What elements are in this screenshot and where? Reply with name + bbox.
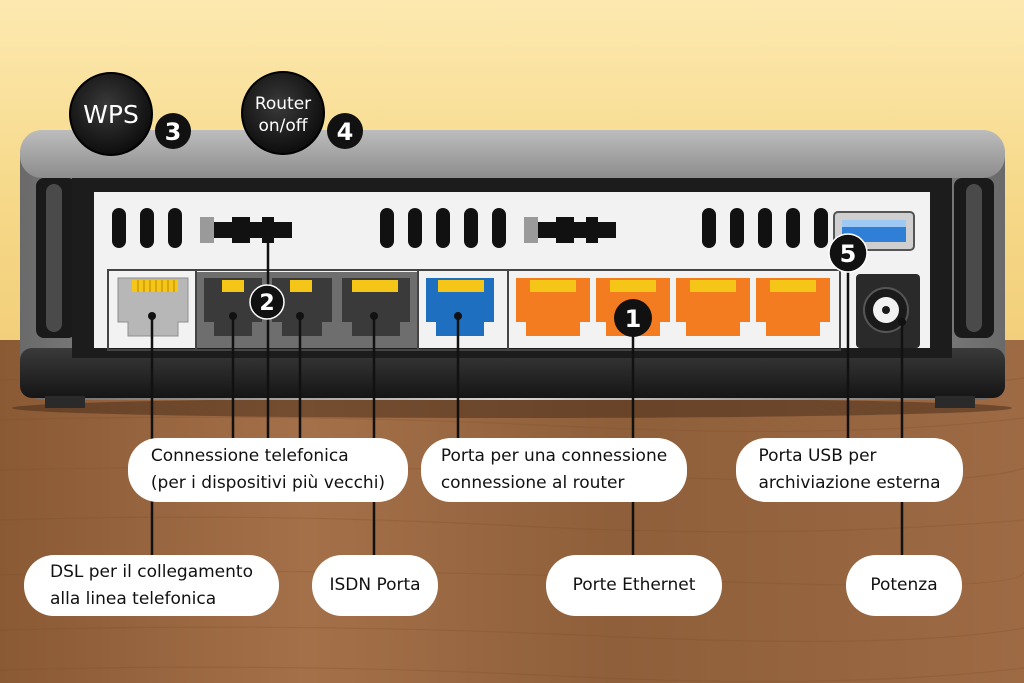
ethernet-label-text: Porte Ethernet [572,575,696,595]
leader-dots [148,234,906,326]
phone-port-2 [272,278,332,336]
router-foot-right [935,396,975,408]
wps-button-label: WPS [83,100,139,129]
slider-left [200,217,292,243]
marker-4: 4 [327,113,363,149]
usb-storage-line2: archiviazione esterna [758,473,941,493]
ethernet-port-1 [516,278,590,336]
marker-2-text: 2 [259,291,274,316]
side-vent-left [46,184,62,332]
power-label: Potenza [846,555,962,616]
wps-button[interactable]: WPS [69,72,153,156]
router-connection-label: Porta per una connessione connessione al… [421,438,687,502]
phone-connection-line2: (per i dispositivi più vecchi) [150,473,386,493]
power-label-text: Potenza [870,575,938,595]
marker-3-text: 3 [165,118,182,146]
marker-5: 5 [828,233,868,273]
router-shadow [12,398,1012,418]
vent-slots-right [702,208,828,248]
marker-1-text: 1 [625,305,642,333]
vent-slots-left [112,208,182,248]
side-vent-right [966,184,982,332]
marker-4-text: 4 [337,118,354,146]
port-panel-outline [107,269,841,351]
marker-3: 3 [155,113,191,149]
router-connection-line1: Porta per una connessione [440,446,668,466]
dsl-port [117,277,189,337]
phone-connection-label: Connessione telefonica (per i dispositiv… [128,438,408,502]
router-base [20,348,1005,398]
router-connection-line2: connessione al router [440,473,625,493]
router-button-line2: on/off [258,116,308,136]
slider-middle [524,217,616,243]
marker-1: 1 [614,299,652,337]
isdn-port [342,278,410,336]
phone-port-1 [204,278,262,336]
marker-5-text: 5 [840,240,857,268]
ethernet-port-3 [676,278,750,336]
power-port [856,274,920,348]
blue-router-port [426,278,494,336]
ethernet-port-4 [756,278,830,336]
phone-connection-line1: Connessione telefonica [150,446,349,466]
isdn-label: ISDN Porta [312,555,438,616]
ethernet-label: Porte Ethernet [546,555,722,616]
vent-slots-middle [380,208,506,248]
dsl-line2: alla linea telefonica [50,588,217,609]
marker-2: 2 [249,284,285,320]
router-button-line1: Router [255,94,311,114]
usb-storage-line1: Porta USB per [758,446,877,466]
dsl-line1: DSL per il collegamento [50,561,253,582]
isdn-label-text: ISDN Porta [329,575,421,595]
usb-storage-label: Porta USB per archiviazione esterna [736,438,963,502]
router-power-button[interactable]: Router on/off [241,71,325,155]
router-foot-left [45,396,85,408]
dsl-label: DSL per il collegamento alla linea telef… [24,555,279,616]
